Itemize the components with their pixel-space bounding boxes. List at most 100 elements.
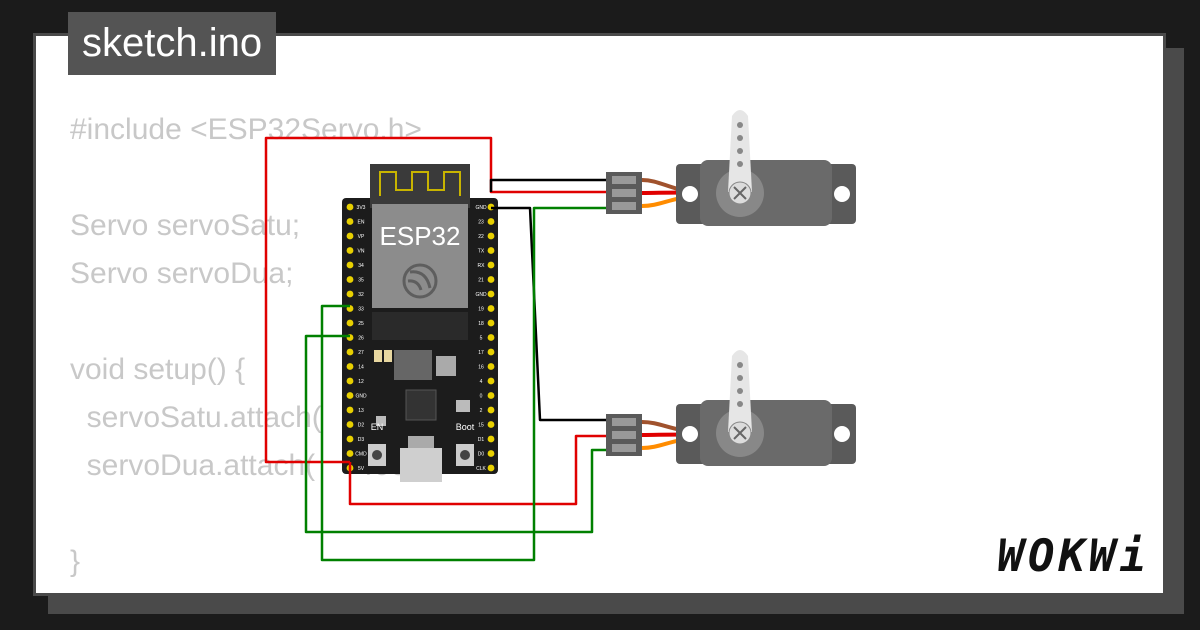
pin-pad[interactable] (487, 261, 495, 269)
pin-pad[interactable] (346, 392, 354, 399)
pin-label: 19 (478, 307, 484, 313)
left-pin-header: 3V3ENVPVN343532332526271412GND13D2D3CMD5… (346, 203, 367, 472)
pin-pad[interactable] (346, 450, 354, 457)
en-label: EN (371, 422, 384, 432)
pin-pad[interactable] (487, 406, 495, 414)
shield-can (372, 204, 468, 308)
servo-motor-1[interactable] (606, 110, 856, 226)
led (456, 400, 470, 412)
espressif-logo-icon (402, 263, 438, 299)
pin-pad[interactable] (346, 247, 354, 254)
pin-label: GND (355, 394, 367, 400)
pin-pad[interactable] (487, 247, 495, 254)
pin-label: 13 (358, 408, 364, 414)
screw-icon (733, 426, 747, 440)
wokwi-logo: WOKWi (997, 531, 1150, 582)
pin-pad[interactable] (487, 218, 495, 225)
code-preview: #include <ESP32Servo.h> Servo servoSatu;… (70, 106, 425, 586)
pin-label: EN (358, 220, 365, 226)
screw-icon (733, 186, 747, 200)
pin-label: 16 (478, 365, 484, 371)
pin-pad[interactable] (487, 464, 495, 472)
pin-label: 5V (358, 466, 365, 472)
pin-pad[interactable] (346, 218, 354, 225)
preview-card: #include <ESP32Servo.h> Servo servoSatu;… (33, 33, 1166, 596)
pin-pad[interactable] (487, 363, 495, 370)
pin-pad[interactable] (487, 319, 495, 327)
pin-pad[interactable] (487, 435, 495, 443)
pin-pad[interactable] (487, 450, 495, 457)
code-line: void setup() { (70, 353, 246, 386)
capacitor (374, 350, 382, 362)
pin-pad[interactable] (346, 363, 354, 370)
pin-label: 17 (478, 350, 484, 356)
diode (436, 356, 456, 376)
pin-label: 5 (480, 336, 483, 342)
pin-label: 3V3 (357, 205, 366, 211)
pin-pad[interactable] (487, 377, 495, 385)
chip-label: ESP32 (380, 221, 461, 251)
pin-pad[interactable] (487, 276, 495, 283)
pin-label: 0 (480, 394, 483, 400)
wire-power (348, 434, 612, 506)
pin-label: VN (358, 249, 365, 255)
pin-label: D3 (358, 437, 365, 443)
pin-pad[interactable] (346, 232, 354, 240)
usb-uart-chip (405, 389, 437, 421)
pin-pad[interactable] (487, 348, 495, 356)
code-line: Servo servoSatu; (70, 209, 301, 242)
pin-pad[interactable] (487, 334, 495, 341)
pin-pad[interactable] (346, 435, 354, 443)
esp32-board[interactable]: ESP32 EN Boot 3V3ENVPVN34353233252627141… (342, 164, 498, 482)
usb-connector-icon (400, 448, 442, 482)
pin-label: 22 (478, 234, 484, 240)
wire-signal (304, 334, 612, 534)
pin-label: 34 (358, 263, 364, 269)
pin-label: VP (358, 234, 365, 240)
code-line: } (70, 545, 81, 578)
pin-label: 12 (358, 379, 364, 385)
pin-label: 21 (478, 278, 484, 284)
pin-label: 25 (358, 321, 364, 327)
pin-label: 18 (478, 321, 484, 327)
pin-label: GND (475, 205, 487, 211)
pin-pad[interactable] (346, 377, 354, 385)
pin-pad[interactable] (346, 276, 354, 283)
pin-label: 23 (478, 220, 484, 226)
code-line: Servo servoDua; (70, 257, 294, 290)
pin-pad[interactable] (346, 290, 354, 298)
code-line: #include <ESP32Servo.h> (70, 113, 422, 146)
pin-label: 15 (478, 423, 484, 429)
pin-pad[interactable] (346, 421, 354, 428)
file-tab[interactable]: sketch.ino (68, 12, 277, 75)
pin-label: 33 (358, 307, 364, 313)
antenna-trace-icon (379, 171, 461, 196)
pin-pad[interactable] (487, 290, 495, 298)
pin-pad[interactable] (346, 348, 354, 356)
voltage-regulator (394, 350, 432, 380)
servo-motor-2[interactable] (606, 350, 856, 466)
antenna-module (370, 164, 470, 208)
pin-pad[interactable] (487, 232, 495, 240)
pin-pad[interactable] (346, 319, 354, 327)
pin-pad[interactable] (487, 305, 495, 312)
pin-label: 27 (358, 350, 364, 356)
pin-label: TX (478, 249, 485, 255)
pin-pad[interactable] (487, 392, 495, 399)
pin-pad[interactable] (487, 421, 495, 428)
pin-label: 32 (358, 292, 364, 298)
pin-pad[interactable] (346, 406, 354, 414)
pin-label: 26 (358, 336, 364, 342)
pin-label: CMD (355, 452, 367, 458)
pin-label: 2 (480, 408, 483, 414)
pin-pad[interactable] (346, 203, 354, 211)
pin-label: GND (475, 292, 487, 298)
pin-label: 14 (358, 365, 364, 371)
pin-pad[interactable] (346, 261, 354, 269)
module-pads (372, 312, 468, 340)
led (376, 416, 386, 426)
boot-label: Boot (456, 422, 475, 432)
pin-label: 4 (480, 379, 483, 385)
pin-label: 35 (358, 278, 364, 284)
